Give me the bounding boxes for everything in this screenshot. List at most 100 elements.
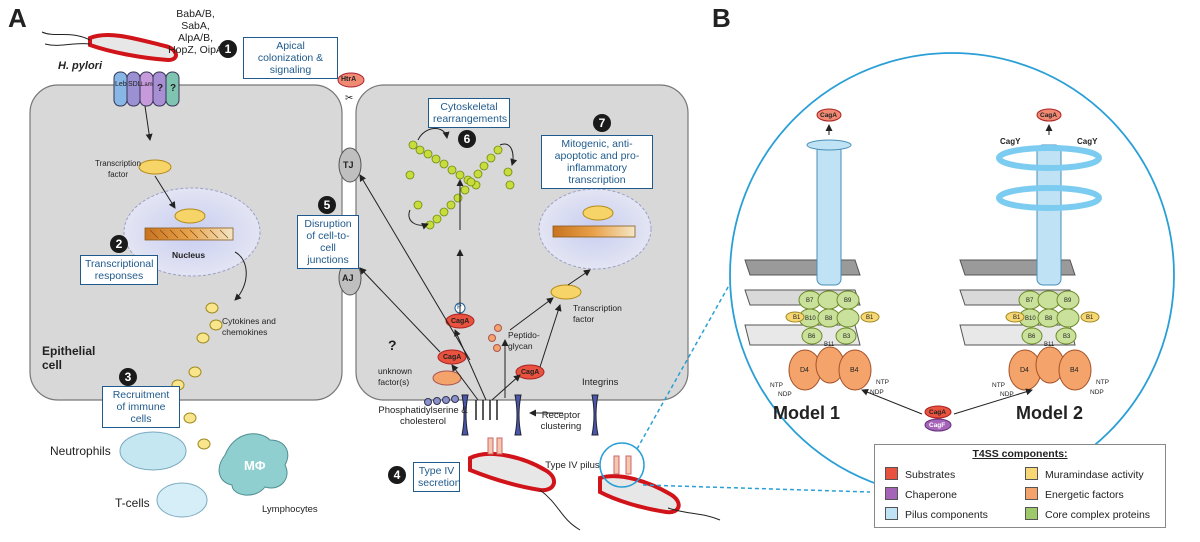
substrates-swatch (885, 467, 898, 480)
transcription-factor-left (138, 159, 172, 175)
ndp-label-4: NDP (1090, 389, 1104, 396)
transcription-factor-in-nucleus-right (582, 205, 614, 221)
core-complex-model2 (1018, 290, 1080, 345)
htra-label: HtrA (341, 76, 357, 83)
legend-item-energetic: Energetic factors (1025, 487, 1124, 502)
b1-label-m1l: B1 (793, 315, 801, 321)
cytokine-dots (171, 302, 223, 450)
caga-right (515, 364, 545, 380)
chaperone-swatch (885, 487, 898, 500)
pilus-model1 (806, 108, 852, 286)
nucleus-label: Nucleus (172, 250, 206, 260)
ndp-label-1: NDP (778, 391, 792, 398)
cytokines-label: Cytokines and chemokines (222, 316, 276, 337)
b11-label-m1: B11 (824, 342, 835, 348)
htra-protein (337, 72, 365, 88)
b9-label-m1: B9 (844, 298, 852, 304)
epithelial-cell-label: Epithelial cell (42, 344, 96, 372)
pilus-model2 (996, 108, 1102, 286)
step-2-badge: 2 (110, 235, 128, 253)
step-6-badge: 6 (458, 130, 476, 148)
phosphatidyl-label: Phosphatidylserine & cholesterol (378, 405, 468, 427)
b3-label-m2: B3 (1063, 334, 1071, 340)
ntp-label-1: NTP (770, 382, 783, 389)
membrane-receptors (461, 394, 599, 436)
legend-title: T4SS components: (972, 448, 1068, 460)
transcription-factor-label-right: Transcription factor (573, 303, 622, 324)
adhesins-label: BabA/B, SabA, AlpA/B, HopZ, OipA (168, 8, 223, 56)
type-iv-secretion-box: Type IV secretion (413, 462, 461, 492)
legend-item-substrates: Substrates (885, 467, 955, 482)
b7-label-m2: B7 (1026, 298, 1034, 304)
hpylori-bottom-1 (468, 451, 556, 493)
recruitment-box: Recruitment of immune cells (102, 386, 180, 428)
transcription-factor-label-left: Transcription factor (95, 159, 141, 179)
b1-label-m1r: B1 (866, 315, 874, 321)
panel-a-label: A (8, 3, 27, 33)
unknown-factor (432, 370, 462, 386)
muramidase-swatch (1025, 467, 1038, 480)
b9-label-m2: B9 (1064, 298, 1072, 304)
caga-label-1: CagA (451, 318, 470, 325)
pilus-zoom-circle (599, 442, 645, 488)
caga-mid (437, 349, 467, 365)
macrophage-cell (218, 433, 289, 496)
b11-label-m2: B11 (1044, 342, 1055, 348)
cagf-label: CagF (929, 422, 946, 429)
legend-item-muramidase: Muramindase activity (1025, 467, 1144, 482)
caga-label-3: CagA (521, 369, 540, 376)
b8-label-m2: B8 (1045, 316, 1053, 322)
neutrophils-label: Neutrophils (50, 444, 111, 458)
receptor-clustering-label: Receptor clustering (540, 410, 582, 432)
b8-label-m1: B8 (825, 316, 833, 322)
model-1-label: Model 1 (773, 403, 841, 423)
b1-label-m2l: B1 (1013, 315, 1021, 321)
question-mark-label: ? (388, 337, 397, 353)
tight-junction (338, 147, 362, 183)
caga-label-2: CagA (443, 354, 462, 361)
b4-label-m1: B4 (850, 367, 859, 374)
transcriptional-responses-box: Transcriptional responses (80, 255, 158, 285)
peptidoglycan-dots (488, 324, 502, 352)
cagf-chaperone (924, 418, 952, 432)
step-1-badge: 1 (219, 40, 237, 58)
tj-label: TJ (343, 160, 354, 170)
receptor-q-label-1: ? (157, 83, 164, 94)
hpylori-label: H. pylori (58, 60, 103, 72)
receptor-laminin-label: Laminin (141, 82, 153, 88)
mitogenic-box: Mitogenic, anti-apoptotic and pro-inflam… (541, 135, 653, 189)
ndp-label-2: NDP (870, 389, 884, 396)
b7-label-m1: B7 (806, 298, 814, 304)
peptidoglycan-label: Peptido-glycan (508, 330, 540, 351)
tcells-label: T-cells (115, 496, 150, 510)
model-2-label: Model 2 (1016, 403, 1084, 423)
b10-label-m1: B10 (805, 316, 816, 322)
atpases-model1 (788, 346, 872, 391)
d4-label-m1: D4 (800, 367, 809, 374)
caga-label-bottom: CagA (929, 409, 946, 416)
tcell-cell (156, 482, 208, 518)
scissors-icon: ✂ (345, 93, 353, 104)
lymphocytes-label: Lymphocytes (262, 504, 318, 515)
t4ss-legend: T4SS components: Substrates Muramindase … (874, 444, 1166, 528)
neutrophil-cell (119, 431, 187, 471)
transcription-factor-in-nucleus-left (174, 208, 206, 224)
cytoskeletal-box: Cytoskeletal rearrangements (428, 98, 510, 128)
ntp-label-3: NTP (992, 382, 1005, 389)
pilus-swatch (885, 507, 898, 520)
b1-label-m2r: B1 (1086, 315, 1094, 321)
disruption-box: Disruption of cell-to-cell junctions (297, 215, 359, 269)
lipid-dots (424, 395, 459, 406)
cagy-label-left: CagY (1000, 137, 1021, 146)
type-iv-pilus-label: Type IV pilus (545, 460, 600, 471)
receptors (113, 71, 180, 107)
cagy-label-right: CagY (1077, 137, 1098, 146)
step-5-badge: 5 (318, 196, 336, 214)
phosphate-label: P (457, 304, 462, 311)
core-complex-model1 (798, 290, 860, 345)
d4-label-m2: D4 (1020, 367, 1029, 374)
unknown-factor-label: unknown factor(s) (378, 366, 413, 387)
step-3-badge: 3 (119, 368, 137, 386)
